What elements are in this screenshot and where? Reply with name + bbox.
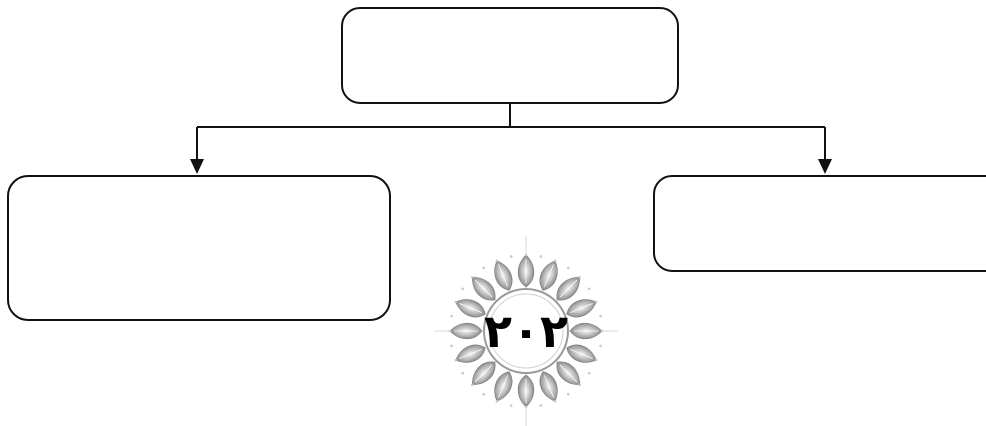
ornament-dot	[588, 287, 591, 290]
left-node	[8, 176, 390, 320]
page-number: ٢٠٢	[484, 304, 568, 358]
ornament-dot	[510, 255, 513, 258]
ornament-dot	[601, 330, 604, 333]
ornament-dot	[471, 383, 474, 386]
ornament-dot	[471, 276, 474, 279]
ornament-dot	[567, 393, 570, 396]
ornament-dot	[540, 404, 543, 407]
connectors	[190, 103, 832, 174]
ornament-dot	[525, 406, 528, 409]
ornament-dot	[454, 301, 457, 304]
ornament-dot	[554, 400, 557, 403]
ornament-dot	[450, 345, 453, 348]
right-node-box	[654, 176, 986, 271]
ornament-dot	[578, 383, 581, 386]
ornament-dot	[525, 254, 528, 257]
ornament-dot	[567, 267, 570, 270]
top-node	[342, 8, 678, 103]
ornament-dot	[482, 393, 485, 396]
ornament-dot	[496, 259, 499, 262]
ornament-dot	[496, 400, 499, 403]
left-node-box	[8, 176, 390, 320]
ornament-dot	[450, 315, 453, 318]
ornament-dot	[462, 287, 465, 290]
ornament-dot	[462, 372, 465, 375]
ornament-dot	[595, 359, 598, 362]
right-node	[654, 176, 986, 271]
ornament-dot	[595, 301, 598, 304]
ornament-dot	[449, 330, 452, 333]
arrowhead-left	[190, 159, 204, 174]
ornament-dot	[540, 255, 543, 258]
ornament-dot	[554, 259, 557, 262]
ornament-dot	[588, 372, 591, 375]
top-node-box	[342, 8, 678, 103]
ornament-dot	[510, 404, 513, 407]
arrowhead-right	[818, 159, 832, 174]
ornament-dot	[454, 359, 457, 362]
ornament-dot	[578, 276, 581, 279]
ornament-dot	[599, 345, 602, 348]
ornament-dot	[599, 315, 602, 318]
ornament-page-badge: ٢٠٢	[434, 236, 618, 426]
ornament-dot	[482, 267, 485, 270]
